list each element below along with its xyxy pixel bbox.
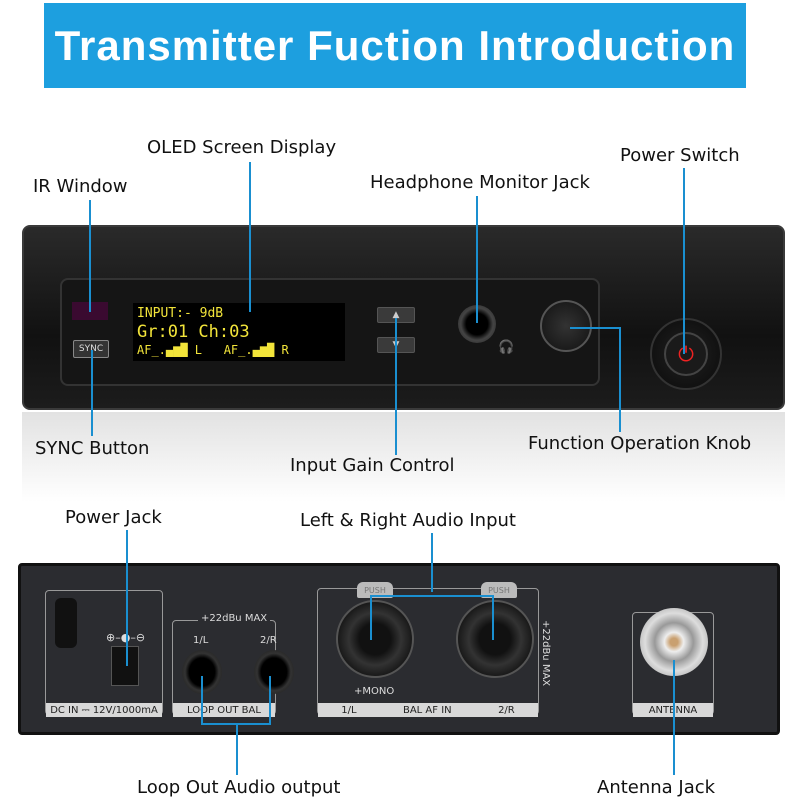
label-audio-input: Left & Right Audio Input xyxy=(300,510,516,531)
bal-af-in-bar: 1/L BAL AF IN 2/R xyxy=(318,703,538,717)
title-banner: Transmitter Fuction Introduction xyxy=(44,3,746,88)
xlr-input-1[interactable] xyxy=(336,600,414,678)
loop-max-label: +22dBu MAX xyxy=(198,613,271,624)
label-ir-window: IR Window xyxy=(33,176,128,197)
loop-out-bal-label: LOOP OUT BAL xyxy=(173,703,275,717)
loop-1-label: 1/L xyxy=(193,635,209,646)
power-switch[interactable]: ⏻ xyxy=(664,332,708,376)
dc-power-jack[interactable] xyxy=(111,646,139,686)
cable-clip xyxy=(55,598,77,648)
label-oled: OLED Screen Display xyxy=(147,137,337,158)
mono-label: +MONO xyxy=(354,686,395,697)
label-headphone: Headphone Monitor Jack xyxy=(370,172,590,193)
reflection xyxy=(22,412,785,502)
loop-out-2-jack[interactable] xyxy=(254,650,294,694)
bal-af-in-label: BAL AF IN xyxy=(402,704,452,716)
loop-2-label: 2/R xyxy=(260,635,277,646)
callout-knob xyxy=(570,327,621,432)
input-max-label: +22dBu MAX xyxy=(540,620,551,687)
dc-in-label: DC IN ⎓ 12V/1000mA xyxy=(46,703,162,717)
oled-screen: INPUT:- 9dB Gr:01 Ch:03 AF_.▄▆█ L AF_.▄▆… xyxy=(133,303,345,361)
label-power-jack: Power Jack xyxy=(65,507,162,528)
label-sync-button: SYNC Button xyxy=(35,438,150,459)
power-icon: ⏻ xyxy=(678,342,694,366)
oled-line-af: AF_.▄▆█ L AF_.▄▆█ R xyxy=(137,343,289,357)
label-antenna-jack: Antenna Jack xyxy=(597,777,716,798)
push-latch-2[interactable]: PUSH xyxy=(481,582,517,598)
label-power-switch: Power Switch xyxy=(620,145,740,166)
function-knob[interactable] xyxy=(540,300,592,352)
in-1-label: 1/L xyxy=(341,704,357,716)
headphone-icon: 🎧 xyxy=(498,340,515,355)
polarity-symbol: ⊕–●–⊖ xyxy=(106,631,146,644)
label-loop-out: Loop Out Audio output xyxy=(137,777,341,798)
oled-line-channel: Gr:01 Ch:03 xyxy=(137,322,250,342)
oled-line-input: INPUT:- 9dB xyxy=(137,306,224,321)
callout-loop-out xyxy=(201,676,271,775)
label-input-gain: Input Gain Control xyxy=(290,455,455,476)
push-latch-1[interactable]: PUSH xyxy=(357,582,393,598)
in-2-label: 2/R xyxy=(498,704,515,716)
callout-audio-input xyxy=(370,533,494,640)
xlr-input-2[interactable] xyxy=(456,600,534,678)
label-function-knob: Function Operation Knob xyxy=(528,433,752,454)
